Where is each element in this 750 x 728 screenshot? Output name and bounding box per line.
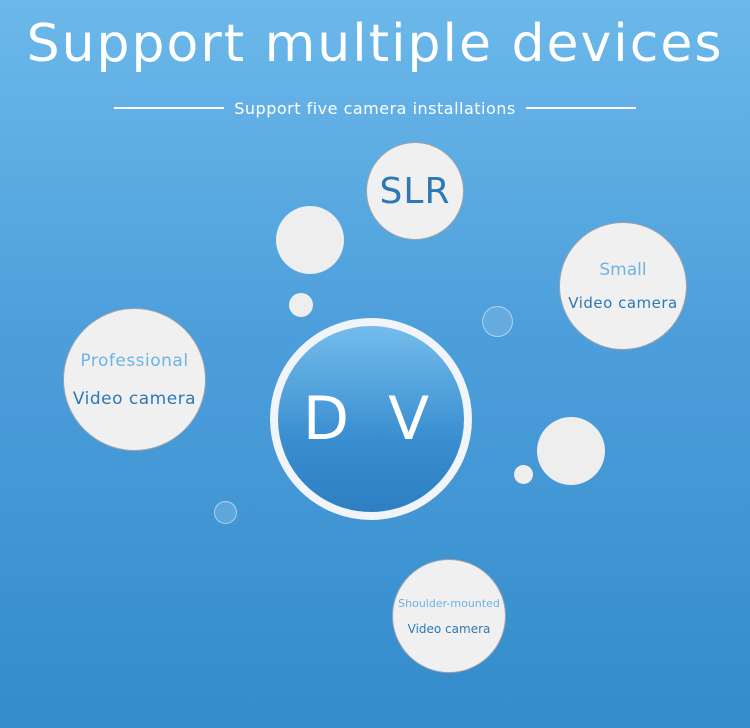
subtitle-row: Support five camera installations: [0, 96, 750, 120]
dv-center-circle: D V: [270, 318, 472, 520]
small-camera-line1: Small: [599, 260, 647, 280]
subtitle: Support five camera installations: [234, 98, 516, 118]
dv-label: D V: [302, 384, 440, 454]
page-title: Support multiple devices: [26, 14, 724, 74]
decor-faint-bubble-top: [482, 306, 513, 337]
subtitle-divider-right: [525, 107, 636, 109]
shoulder-camera-line2: Video camera: [407, 621, 491, 636]
decor-bubble-right: [537, 417, 605, 485]
slr-circle: SLR: [366, 142, 464, 240]
subtitle-divider-left: [114, 107, 225, 109]
slr-label: SLR: [379, 170, 451, 212]
decor-bubble-small: [289, 293, 313, 317]
decor-bubble-large: [276, 206, 344, 274]
shoulder-camera-circle: Shoulder-mounted Video camera: [392, 559, 506, 673]
professional-camera-circle: Professional Video camera: [63, 308, 206, 451]
small-camera-circle: Small Video camera: [559, 222, 687, 350]
decor-bubble-right-small: [514, 465, 533, 484]
small-camera-line2: Video camera: [568, 294, 678, 312]
decor-faint-bubble-left: [214, 501, 237, 524]
professional-camera-line2: Video camera: [72, 388, 197, 409]
professional-camera-line1: Professional: [80, 350, 189, 371]
shoulder-camera-line1: Shoulder-mounted: [398, 596, 500, 610]
